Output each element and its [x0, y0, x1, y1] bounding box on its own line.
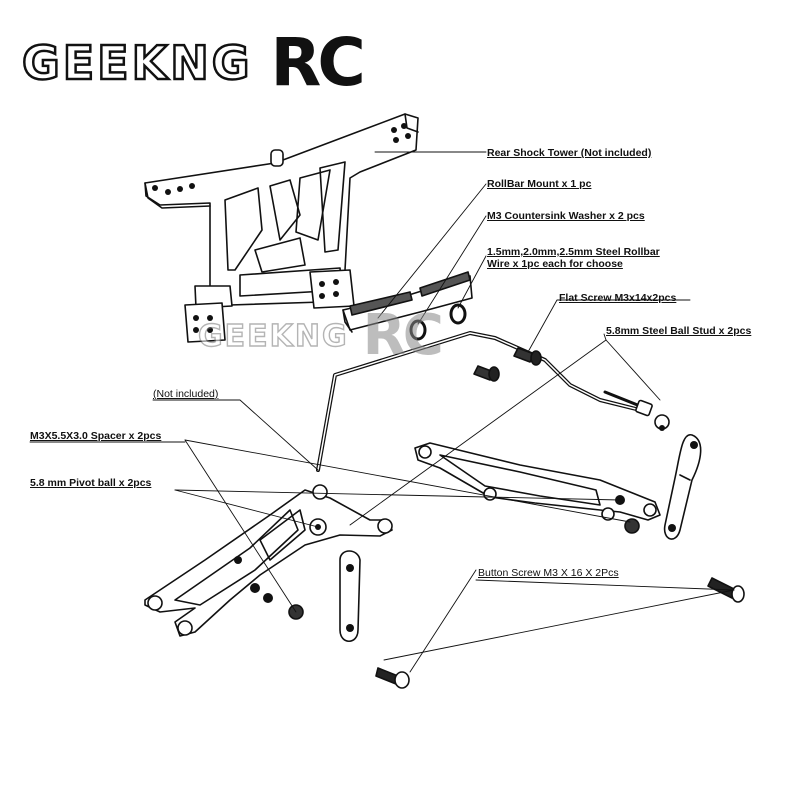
watermark-wordmark: GEEKNG [197, 318, 349, 354]
turnbuckle-link-part [663, 434, 702, 540]
label-pivot-ball: 5.8 mm Pivot ball x 2pcs [30, 477, 152, 489]
brand-watermark: GEEKNG RC [197, 303, 444, 368]
lower-link-part [339, 550, 361, 643]
label-steel-ball-stud: 5.8mm Steel Ball Stud x 2pcs [606, 325, 752, 337]
steel-ball-stud-part [603, 390, 670, 431]
logo-wordmark: GEEKNG [21, 35, 253, 92]
leader-lines [29, 151, 735, 673]
label-rollbar-mount: RollBar Mount x 1 pc [487, 178, 592, 190]
flat-screws-part [473, 347, 542, 382]
label-rear-shock-tower: Rear Shock Tower (Not included) [487, 147, 652, 159]
brand-logo: GEEKNG RC [21, 24, 366, 101]
label-button-screw: Button Screw M3 X 16 X 2Pcs [478, 567, 619, 579]
label-flat-screw: Flat Screw M3x14x2pcs [559, 292, 677, 304]
button-screws-part [375, 577, 745, 689]
label-spacer: M3X5.5X3.0 Spacer x 2pcs [30, 430, 162, 442]
watermark-rc-mark: RC [362, 303, 444, 368]
right-suspension-arm-part [414, 442, 661, 534]
rear-shock-tower-part [144, 113, 419, 343]
label-not-included: (Not included) [153, 388, 219, 400]
label-rollbar-wire-line1: 1.5mm,2.0mm,2.5mm Steel Rollbar [487, 246, 660, 258]
label-rollbar-wire-line2: Wire x 1pc each for choose [487, 258, 623, 270]
logo-rc-mark: RC [270, 24, 366, 101]
left-suspension-arm-part [144, 484, 393, 637]
label-countersink-washer: M3 Countersink Washer x 2 pcs [487, 210, 645, 222]
countersink-washers-part [409, 303, 467, 341]
